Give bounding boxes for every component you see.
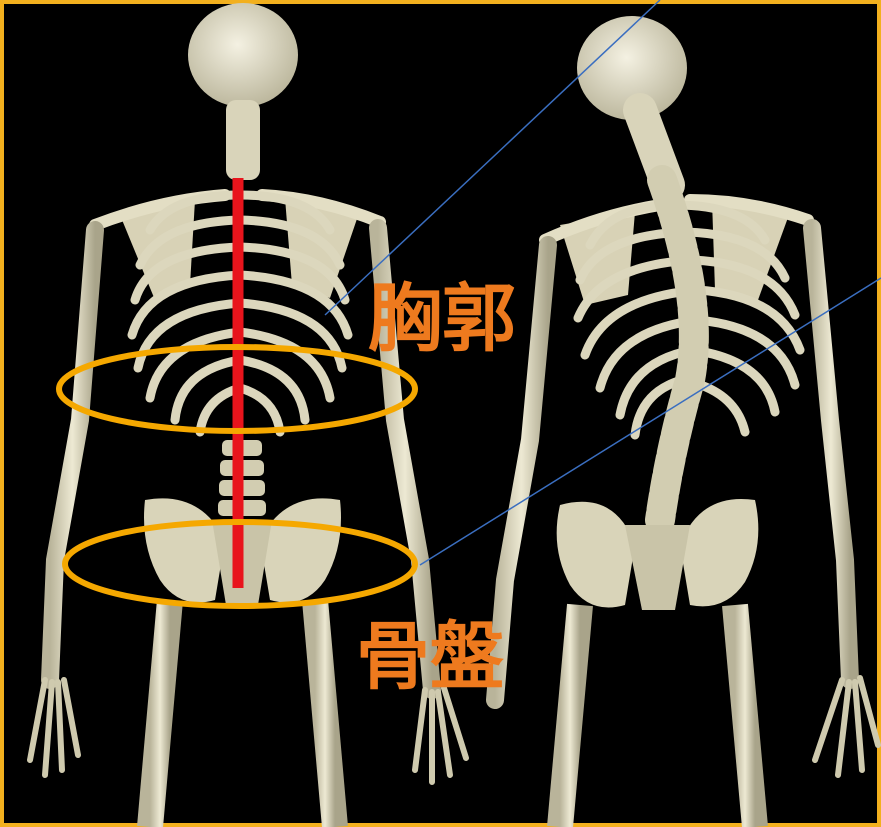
thorax-label: 胸郭 (368, 276, 516, 362)
left-neck (226, 100, 260, 180)
thorax-ellipse (56, 344, 418, 434)
right-leg-left (547, 603, 593, 827)
left-arm-right (369, 219, 441, 699)
left-leg-left (137, 598, 183, 827)
left-skull (188, 3, 298, 107)
right-spine (645, 165, 709, 535)
right-clavicle-right (684, 194, 814, 226)
right-sacrum (625, 525, 690, 610)
right-skeleton (486, 16, 881, 827)
pelvis-leader-line (419, 277, 881, 566)
right-hand-right (812, 675, 881, 778)
left-skeleton (27, 3, 469, 827)
right-scapula-right (712, 200, 790, 300)
left-hand-right (412, 685, 469, 785)
right-skull (577, 16, 687, 120)
left-leg-right (302, 598, 348, 827)
right-arm-left (486, 236, 557, 709)
left-arm-left (41, 221, 104, 689)
left-scapula-left (120, 200, 195, 300)
pelvis-label: 骨盤 (356, 614, 504, 700)
right-arm-right (803, 219, 859, 689)
right-pelvis (556, 498, 759, 608)
left-ribcage (127, 190, 353, 437)
left-hand-left (27, 677, 81, 778)
right-leg-right (722, 603, 768, 827)
thorax-leader-line (324, 0, 661, 316)
pelvis-ellipse (62, 519, 418, 609)
